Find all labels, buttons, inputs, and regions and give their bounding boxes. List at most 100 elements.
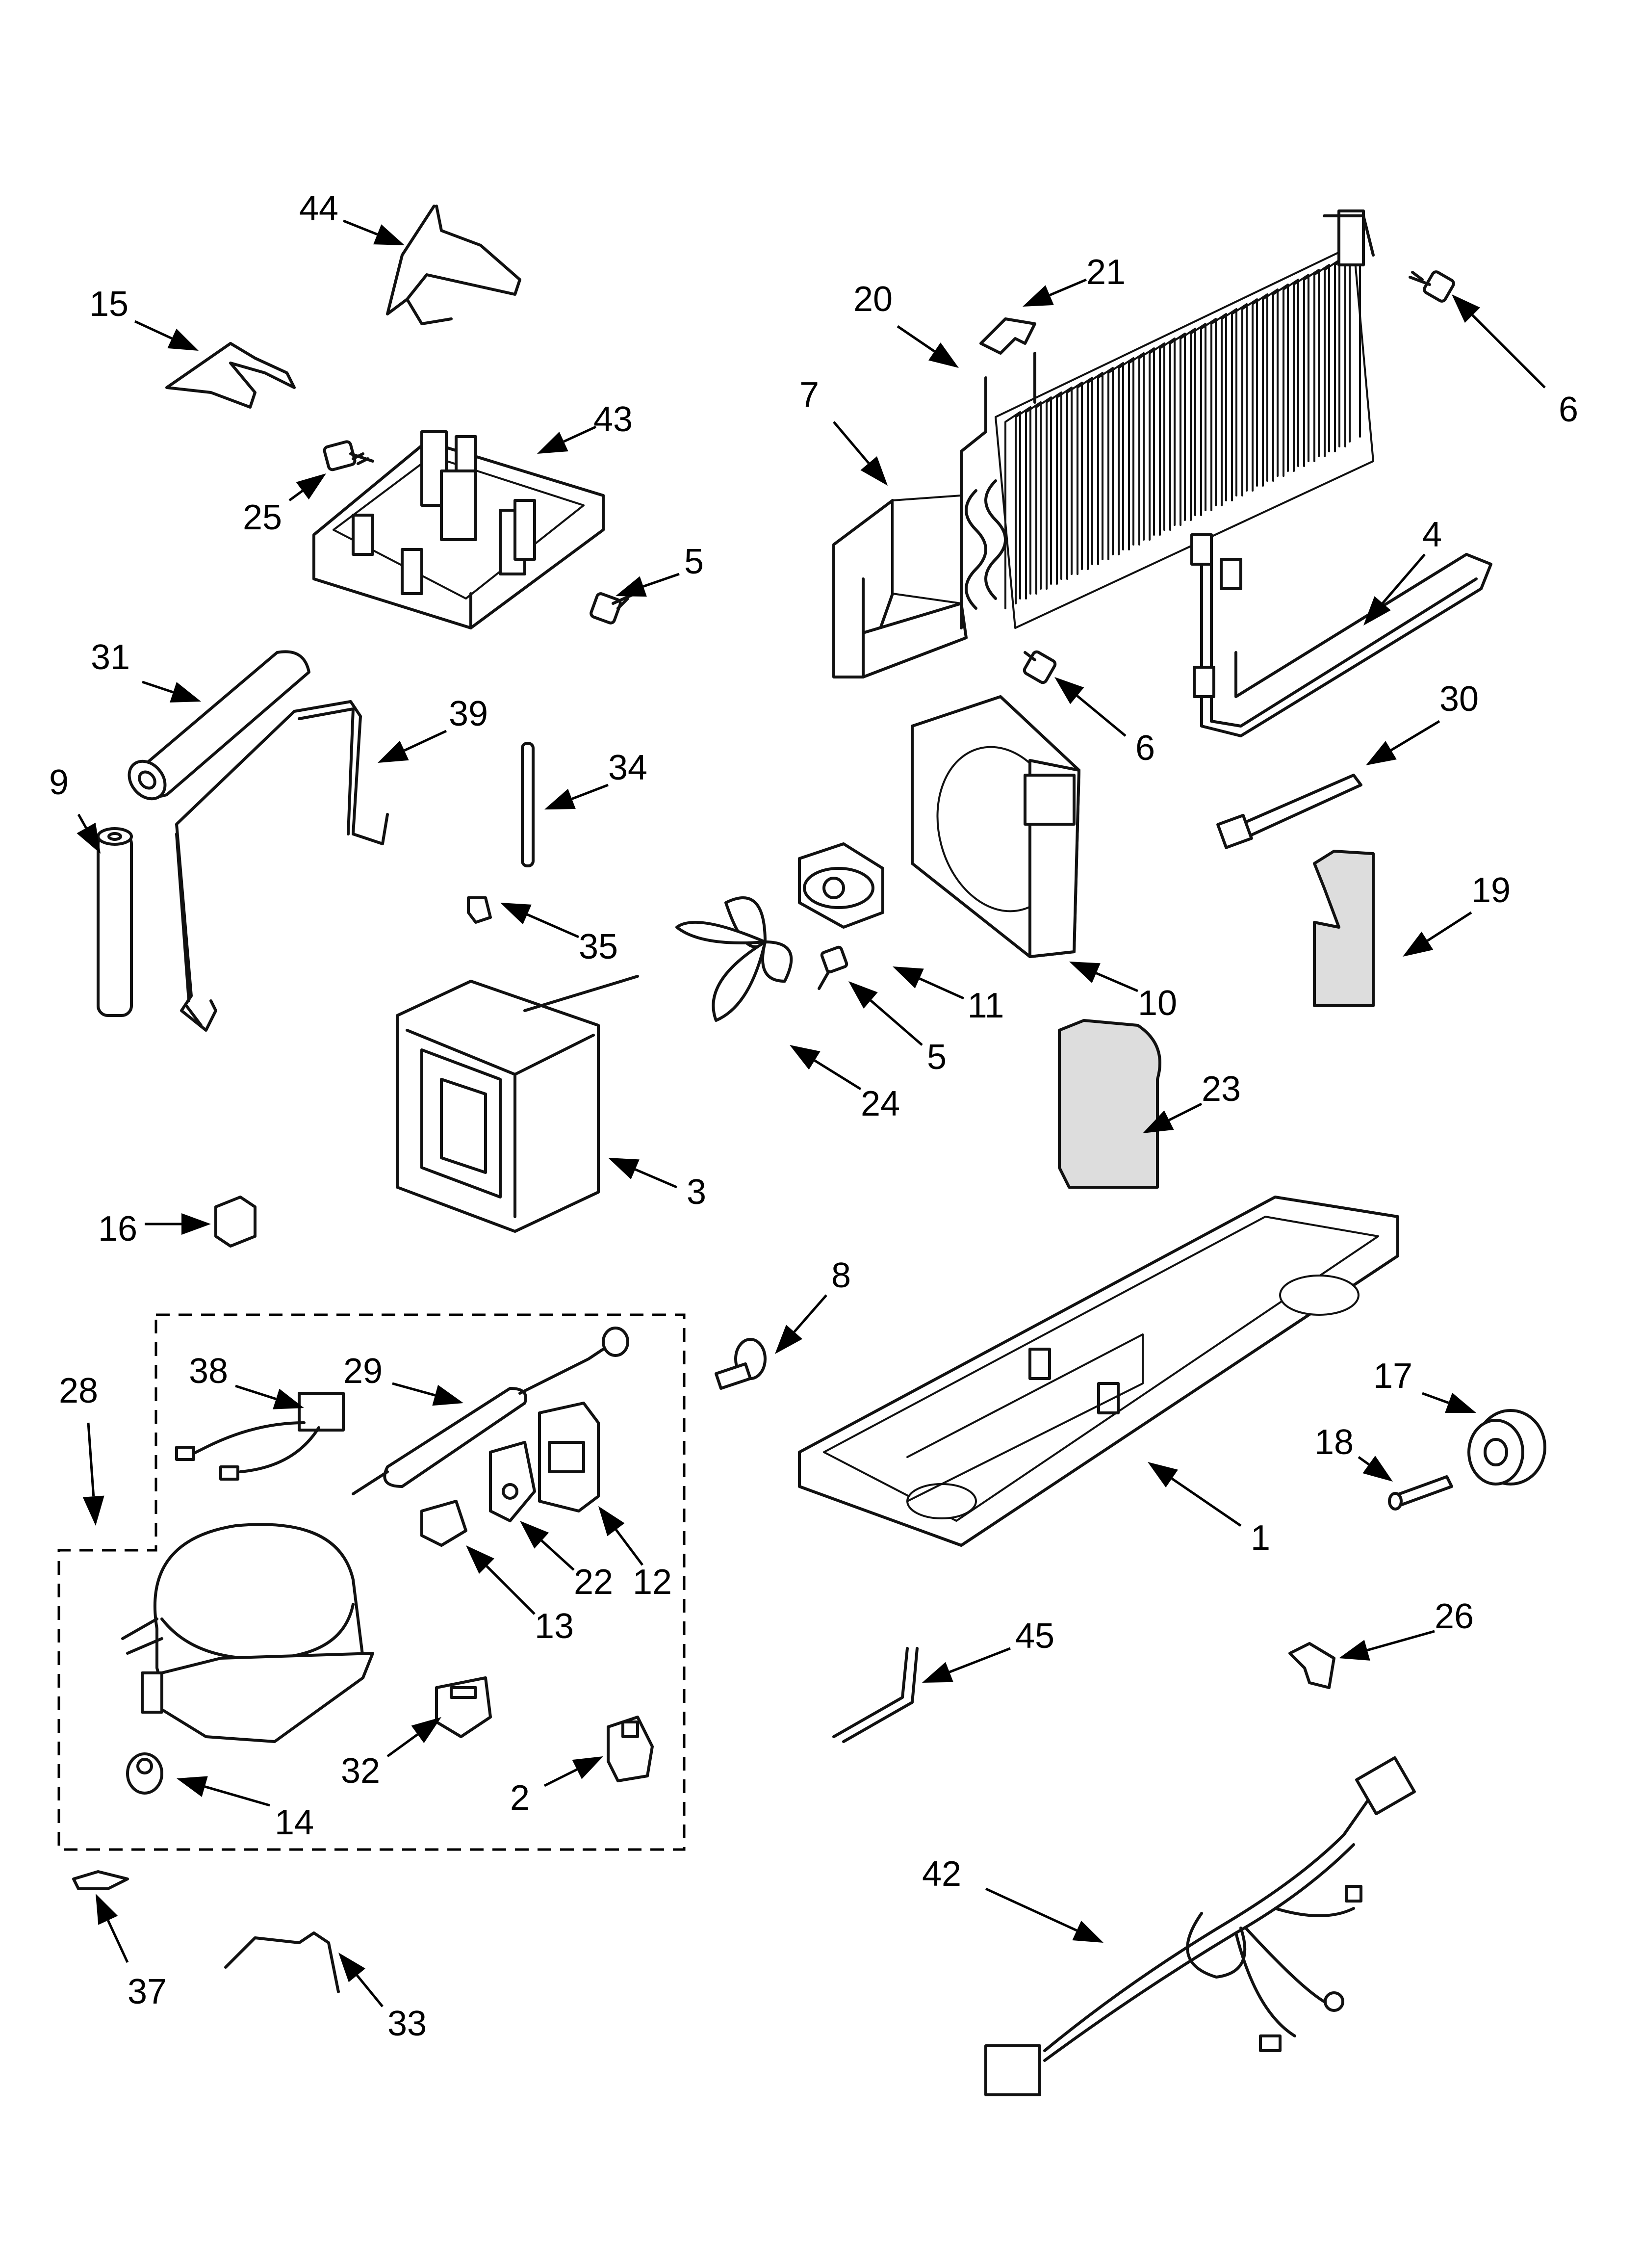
- callout-label: 28: [59, 1371, 98, 1410]
- arrowhead: [1339, 1640, 1370, 1661]
- arrowhead: [598, 1506, 625, 1537]
- evaporator-fin: [1221, 308, 1237, 506]
- leader-line: [87, 1422, 95, 1497]
- leader-line: [793, 1294, 827, 1333]
- evaporator-fin: [1004, 411, 1021, 609]
- callout-7: 7: [799, 375, 888, 486]
- evaporator-fin: [1118, 357, 1134, 555]
- leader-line: [526, 913, 580, 938]
- leader-line: [392, 1382, 436, 1397]
- callout-20: 20: [853, 280, 959, 368]
- leader-line: [1427, 911, 1472, 942]
- callout-25: 25: [243, 473, 326, 537]
- callout-label: 15: [89, 285, 128, 324]
- callout-9: 9: [49, 763, 101, 854]
- leader-line: [642, 573, 680, 588]
- callout-label: 38: [189, 1352, 228, 1391]
- callout-3: 3: [608, 1158, 706, 1212]
- callout-label: 7: [799, 375, 819, 415]
- evaporator-fin: [1200, 318, 1217, 516]
- callout-18: 18: [1314, 1423, 1393, 1482]
- arrowhead: [520, 1521, 549, 1549]
- arrowhead: [775, 1325, 803, 1354]
- leader-line: [985, 1887, 1078, 1932]
- part-evaporator-coil: [960, 209, 1375, 629]
- callout-label: 5: [927, 1038, 947, 1077]
- callout-5b: 5: [848, 981, 947, 1077]
- callout-2: 2: [510, 1756, 603, 1818]
- callout-43: 43: [537, 400, 633, 454]
- callout-label: 30: [1439, 679, 1479, 719]
- part-6-screw-right: [1409, 270, 1455, 303]
- arrowhead: [338, 1953, 366, 1982]
- part-34-tube: [521, 742, 535, 867]
- leader-line: [543, 1768, 578, 1787]
- part-5-screw-lower: [818, 945, 848, 990]
- part-2-terminal-block: [607, 1716, 654, 1782]
- part-11-fan-motor: [798, 842, 884, 929]
- callout-6a: 6: [1452, 294, 1578, 429]
- evaporator-fin: [1087, 372, 1103, 570]
- callout-label: 32: [341, 1751, 380, 1791]
- callout-label: 1: [1251, 1518, 1270, 1558]
- callout-label: 25: [243, 498, 282, 537]
- evaporator-fin: [1272, 284, 1289, 482]
- part-1-base-frame: [798, 1196, 1399, 1547]
- arrowhead: [96, 1894, 118, 1925]
- callout-42: 42: [922, 1854, 1103, 1943]
- callout-28: 28: [59, 1371, 104, 1526]
- leader-line: [204, 1785, 270, 1807]
- callout-21: 21: [1023, 253, 1126, 307]
- callout-19: 19: [1403, 871, 1511, 957]
- callout-30: 30: [1366, 679, 1479, 765]
- arrowhead: [616, 576, 647, 597]
- callout-label: 34: [608, 748, 647, 787]
- callout-label: 13: [535, 1607, 574, 1646]
- evaporator-fin: [1077, 377, 1093, 575]
- callout-label: 31: [91, 638, 130, 677]
- evaporator-fin: [1293, 274, 1309, 472]
- arrowhead: [544, 788, 576, 809]
- callout-label: 29: [343, 1352, 383, 1391]
- leader-line: [1471, 314, 1546, 389]
- callout-39: 39: [378, 694, 488, 763]
- callout-15: 15: [89, 285, 199, 351]
- leader-line: [77, 813, 87, 829]
- callout-label: 2: [510, 1778, 530, 1818]
- leader-line: [1358, 1456, 1370, 1466]
- arrowhead: [608, 1158, 640, 1179]
- callout-11: 11: [893, 966, 1004, 1025]
- callout-13: 13: [466, 1545, 574, 1646]
- leader-line: [1422, 1392, 1449, 1404]
- evaporator-fin: [1169, 333, 1186, 531]
- evaporator-fin: [1180, 328, 1196, 526]
- callout-label: 43: [593, 400, 633, 439]
- arrowhead: [170, 682, 201, 703]
- callout-label: 24: [861, 1084, 900, 1123]
- leader-line: [288, 490, 304, 502]
- part-3-condenser-coil: [396, 975, 639, 1233]
- arrowhead: [572, 1756, 603, 1779]
- callout-26: 26: [1339, 1597, 1474, 1661]
- arrowhead: [1452, 294, 1480, 323]
- part-12-relay-cover: [538, 1402, 600, 1512]
- compressor-assembly-boundary: [57, 1313, 686, 1851]
- part-33-wire: [224, 1931, 340, 1993]
- callout-label: 20: [853, 280, 893, 319]
- arrowhead: [1054, 677, 1084, 704]
- arrowhead: [77, 822, 101, 854]
- evaporator-fin: [1035, 396, 1052, 595]
- callout-label: 26: [1435, 1597, 1474, 1636]
- leader-line: [615, 1529, 643, 1566]
- callout-6b: 6: [1054, 677, 1155, 768]
- leader-line: [814, 1059, 862, 1091]
- arrowhead: [181, 1213, 211, 1235]
- leader-line: [1168, 1102, 1203, 1121]
- evaporator-fin: [1046, 391, 1062, 590]
- evaporator-fin: [1025, 401, 1042, 600]
- arrowhead: [1445, 1392, 1476, 1413]
- arrowhead: [1366, 741, 1397, 765]
- part-16-clip: [214, 1196, 257, 1248]
- part-31-insulation-tube: [128, 650, 310, 801]
- callout-label: 17: [1373, 1356, 1412, 1396]
